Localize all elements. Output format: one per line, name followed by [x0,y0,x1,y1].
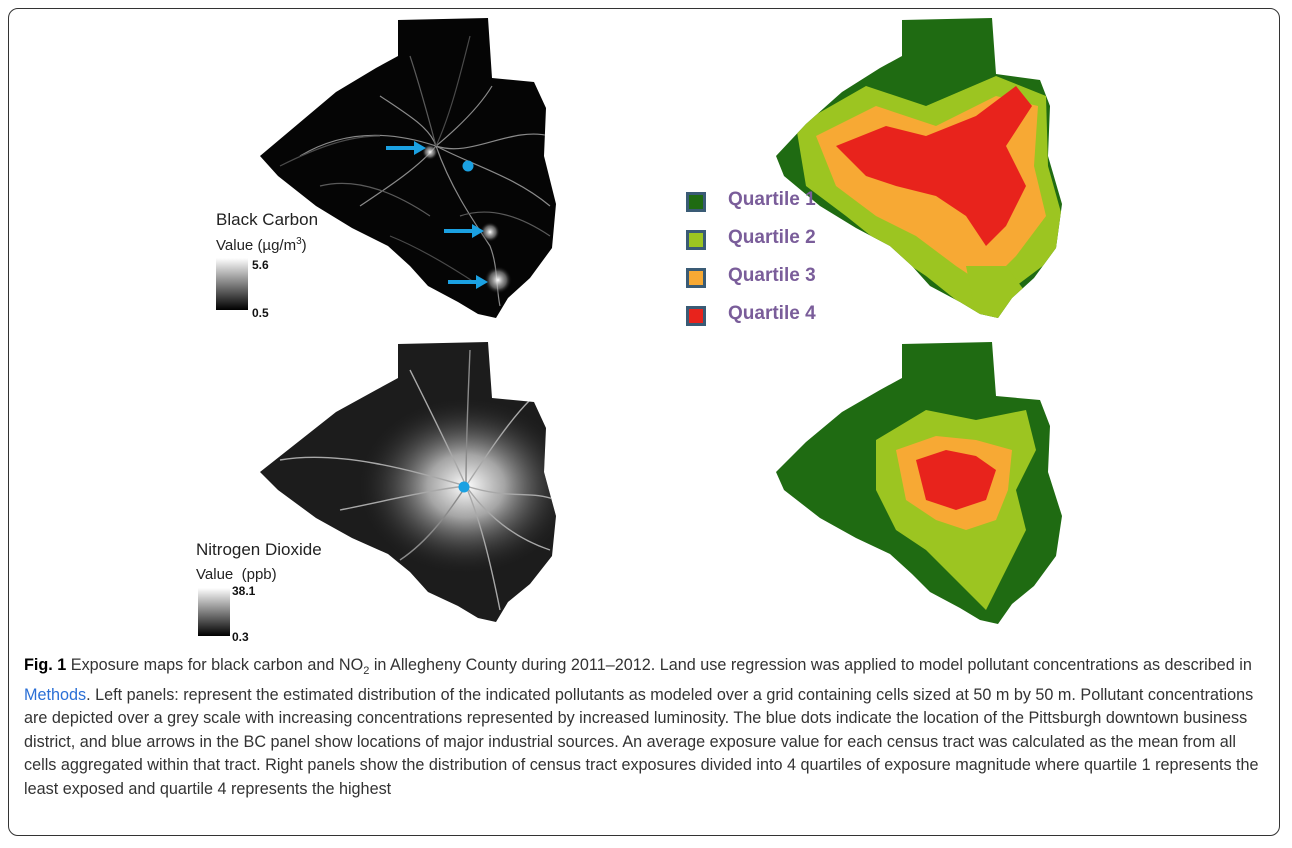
quartile-swatch [686,306,706,326]
quartile-swatch [686,230,706,250]
bc-ramp-min: 0.5 [252,306,269,320]
industrial-arrow-icon [444,224,484,238]
quartile-swatch [686,268,706,288]
industrial-arrow-icon [386,141,426,155]
quartile-4-region [916,450,996,510]
no2-ramp-max: 38.1 [232,584,256,598]
industrial-hotspot [484,266,512,294]
no2-legend-title: Nitrogen Dioxide [196,540,322,559]
nitrogen-dioxide-map [260,342,556,622]
figure-label: Fig. 1 [24,656,67,674]
bc-ramp-max: 5.6 [252,258,269,272]
bc-color-ramp [216,258,248,310]
no2-ramp-min: 0.3 [232,630,249,644]
figure-caption: Fig. 1 Exposure maps for black carbon an… [24,656,1259,798]
figure-frame [8,8,1280,836]
no2-color-ramp [198,588,230,636]
quartile-swatch [686,192,706,212]
quartile-label: Quartile 2 [728,227,816,248]
county-shape [260,18,556,318]
black-carbon-map [260,18,556,318]
nitrogen-dioxide-quartile-map [776,342,1062,624]
quartile-label: Quartile 3 [728,265,816,286]
industrial-hotspot [422,144,438,160]
black-carbon-quartile-map [776,18,1062,318]
quartile-legend-item: Quartile 3 [686,265,886,292]
bc-legend-title: Black Carbon [216,210,319,229]
downtown-marker-icon [462,160,474,172]
bc-legend-unit: Value (µg/m3) [216,236,307,254]
downtown-marker-icon [458,481,470,493]
quartile-4-region [836,86,1032,246]
industrial-hotspot [480,222,500,242]
quartile-legend-item: Quartile 1 [686,189,886,216]
industrial-arrow-icon [448,275,488,289]
quartile-legend-item: Quartile 2 [686,227,886,254]
road-network [279,349,556,611]
quartile-label: Quartile 1 [728,189,816,210]
quartile-label: Quartile 4 [728,303,816,324]
quartile-legend-item: Quartile 4 [686,303,886,330]
methods-link[interactable]: Methods [24,685,87,704]
no2-legend-unit: Value (ppb) [196,566,277,583]
